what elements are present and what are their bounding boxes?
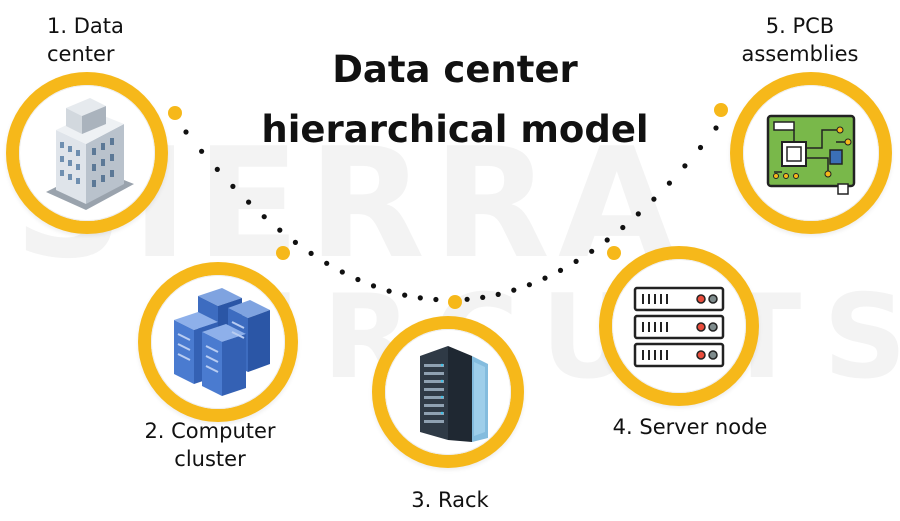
connector-dot — [495, 291, 501, 297]
title-line-2: hierarchical model — [261, 108, 649, 151]
connector-dot — [589, 248, 595, 254]
label-line: 2. Computer — [144, 419, 276, 443]
diagram-title: Data center hierarchical model — [190, 40, 720, 160]
connector-anchors — [168, 103, 728, 309]
connector-dot — [635, 211, 641, 217]
connector-anchor-dot — [168, 106, 182, 120]
connector-dot — [697, 144, 704, 151]
label-line: 1. Data — [47, 14, 124, 38]
connector-dot — [464, 296, 470, 302]
connector-dot — [511, 287, 517, 293]
connector-dot — [417, 295, 423, 301]
label-line: 5. PCB — [765, 14, 835, 38]
connector-dot — [666, 180, 673, 186]
connector-dot — [402, 292, 408, 298]
connector-dot — [651, 196, 657, 202]
label-line: center — [47, 42, 115, 66]
connector-dot — [386, 288, 392, 294]
node-computer-cluster — [138, 262, 298, 422]
node-server-node — [599, 246, 759, 406]
label-line: cluster — [174, 447, 246, 471]
server-node-icon — [633, 286, 725, 368]
connector-dot — [214, 166, 220, 172]
pcb-board-icon — [766, 114, 856, 195]
connector-dot — [246, 199, 252, 205]
connector-anchor-dot — [714, 103, 728, 117]
label-server-node: 4. Server node — [590, 413, 790, 441]
connector-dot — [713, 125, 719, 131]
connector-anchor-dot — [607, 246, 621, 260]
node-data-center — [6, 72, 168, 234]
connector-dot — [682, 163, 688, 169]
connector-dot — [261, 214, 267, 220]
server-rack-icon — [420, 346, 488, 442]
connector-dot — [277, 227, 283, 233]
connector-dot — [339, 269, 345, 275]
server-cluster-icon — [174, 288, 270, 396]
label-data-center: 1. Data center — [47, 12, 157, 68]
label-computer-cluster: 2. Computer cluster — [120, 417, 300, 473]
connector-dot — [199, 148, 205, 154]
connector-anchor-dot — [276, 246, 290, 260]
node-pcb-assemblies — [730, 72, 892, 234]
connector-dot — [433, 296, 439, 303]
connector-anchor-dot — [448, 295, 462, 309]
connector-dot — [308, 250, 314, 256]
label-line: 3. Rack — [411, 488, 489, 512]
node-rack — [372, 316, 524, 468]
connector-dot — [370, 283, 377, 289]
connector-dot — [480, 294, 486, 300]
label-rack: 3. Rack — [380, 486, 520, 514]
label-pcb-assemblies: 5. PCB assemblies — [720, 12, 880, 68]
connector-dot — [542, 275, 548, 281]
office-building-icon — [46, 98, 134, 210]
connector-dots — [183, 125, 719, 303]
label-line: 4. Server node — [612, 415, 768, 439]
label-line: assemblies — [741, 42, 859, 66]
connector-dot — [526, 282, 533, 288]
connector-dot — [620, 224, 626, 231]
connector-dot — [183, 129, 189, 135]
connector-dot — [355, 276, 361, 283]
connector-dot — [292, 239, 298, 245]
connector-dot — [604, 237, 610, 243]
connector-dot — [557, 267, 564, 273]
connector-dot — [230, 183, 236, 189]
connector-dot — [324, 260, 330, 266]
title-line-1: Data center — [332, 48, 578, 91]
connector-dot — [573, 258, 579, 264]
